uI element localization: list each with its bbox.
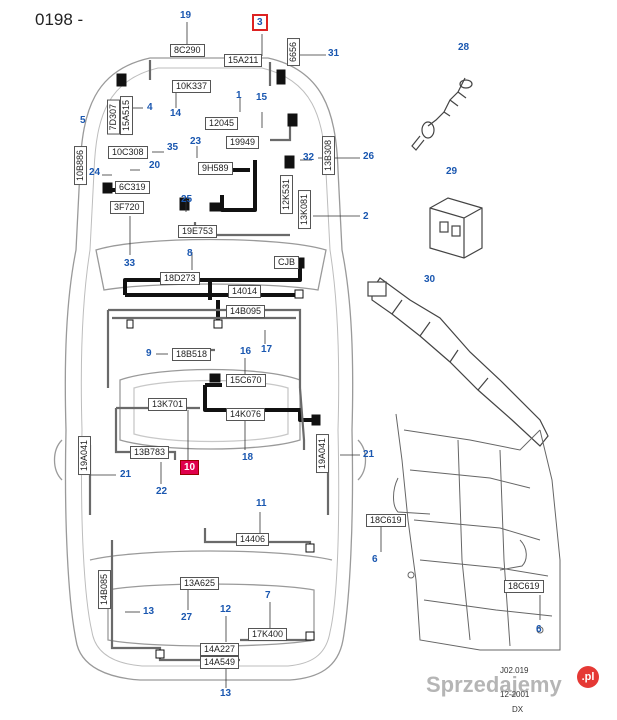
part-label-14A227: 14A227 xyxy=(200,643,240,656)
door-detail-drawing xyxy=(393,413,561,651)
part-label-14B095: 14B095 xyxy=(226,305,266,318)
part-label-7D307: 7D307 xyxy=(107,100,120,135)
document-code: 0198 - xyxy=(35,10,84,29)
part-label-19A041-a: 19A041 xyxy=(78,436,91,476)
part-label-6C319: 6C319 xyxy=(115,181,150,194)
callout-21-right: 21 xyxy=(363,449,375,460)
part-label-13B783: 13B783 xyxy=(130,446,170,459)
part-label-13B308: 13B308 xyxy=(322,136,335,176)
callout-31: 31 xyxy=(328,48,340,59)
callout-17: 17 xyxy=(261,344,273,355)
callout-13-bottom: 13 xyxy=(220,688,232,699)
callout-24: 24 xyxy=(89,167,101,178)
callout-30: 30 xyxy=(424,274,436,285)
part-label-12045: 12045 xyxy=(205,117,239,130)
callout-32: 32 xyxy=(303,152,315,163)
callout-26: 26 xyxy=(363,151,375,162)
part-label-19949: 19949 xyxy=(226,136,260,149)
callout-7: 7 xyxy=(265,590,271,601)
callout-33: 33 xyxy=(124,258,136,269)
callout-13-left: 13 xyxy=(143,606,155,617)
part-label-CJB: CJB xyxy=(274,256,300,269)
part-label-14B085: 14B085 xyxy=(98,570,111,610)
callout-18: 18 xyxy=(242,452,254,463)
part-label-14014: 14014 xyxy=(228,285,262,298)
part-label-8C290: 8C290 xyxy=(170,44,205,57)
part-label-6656: 6656 xyxy=(287,38,300,67)
part-label-19E753: 19E753 xyxy=(178,225,218,238)
callout-28: 28 xyxy=(458,42,470,53)
part-30-drawing xyxy=(367,277,549,447)
callout-8: 8 xyxy=(187,248,193,259)
callout-20: 20 xyxy=(149,160,161,171)
part-label-10B886: 10B886 xyxy=(74,146,87,186)
callout-12: 12 xyxy=(220,604,232,615)
part-label-13A625: 13A625 xyxy=(180,577,220,590)
callout-23: 23 xyxy=(190,136,202,147)
callout-25: 25 xyxy=(181,194,193,205)
part-label-15A515: 15A515 xyxy=(120,96,133,136)
part-label-18B518: 18B518 xyxy=(172,348,212,361)
connector-symbols xyxy=(102,69,321,659)
callout-4: 4 xyxy=(147,102,153,113)
callout-19: 19 xyxy=(180,10,192,21)
callout-27: 27 xyxy=(181,612,193,623)
part-label-14A549: 14A549 xyxy=(200,656,240,669)
callout-35: 35 xyxy=(167,142,179,153)
footer-line-1: J02.019 xyxy=(500,666,529,675)
part-label-15A211: 15A211 xyxy=(224,54,263,67)
callout-9: 9 xyxy=(146,348,152,359)
part-label-3F720: 3F720 xyxy=(110,201,144,214)
callout-10-highlighted: 10 xyxy=(180,460,200,475)
part-label-14K076: 14K076 xyxy=(226,408,266,421)
leader-lines xyxy=(90,22,541,688)
callout-15: 15 xyxy=(256,92,268,103)
callout-3-highlighted: 3 xyxy=(252,14,268,31)
callout-1: 1 xyxy=(236,90,242,101)
callout-22: 22 xyxy=(156,486,168,497)
part-label-10K337: 10K337 xyxy=(172,80,212,93)
part-label-9H589: 9H589 xyxy=(198,162,233,175)
part-label-18C619-b: 18C619 xyxy=(504,580,544,593)
callout-5: 5 xyxy=(80,115,86,126)
part-label-15C670: 15C670 xyxy=(226,374,266,387)
part-label-13K081: 13K081 xyxy=(298,190,311,230)
part-label-19A041-b: 19A041 xyxy=(316,434,329,474)
part-label-13K701: 13K701 xyxy=(148,398,188,411)
callout-11: 11 xyxy=(256,498,267,509)
part-label-10C308: 10C308 xyxy=(108,146,148,159)
callout-6-right: 6 xyxy=(536,624,542,635)
part-label-12K531: 12K531 xyxy=(280,175,293,215)
part-label-17K400: 17K400 xyxy=(248,628,288,641)
part-label-18C619-a: 18C619 xyxy=(366,514,406,527)
callout-16: 16 xyxy=(240,346,252,357)
part-label-14406: 14406 xyxy=(236,533,270,546)
callout-21-left: 21 xyxy=(120,469,132,480)
part-label-18D273: 18D273 xyxy=(160,272,200,285)
watermark-logo: Sprzedajemy xyxy=(426,672,562,697)
footer-line-2: 12-2001 xyxy=(500,690,530,699)
callout-14: 14 xyxy=(170,108,182,119)
callout-6-left: 6 xyxy=(372,554,378,565)
footer-line-3: DX xyxy=(512,705,524,714)
watermark-badge: .pl xyxy=(577,666,599,688)
callout-29: 29 xyxy=(446,166,458,177)
part-29-drawing xyxy=(429,197,483,259)
callout-2: 2 xyxy=(363,211,369,222)
part-28-drawing xyxy=(411,77,473,151)
